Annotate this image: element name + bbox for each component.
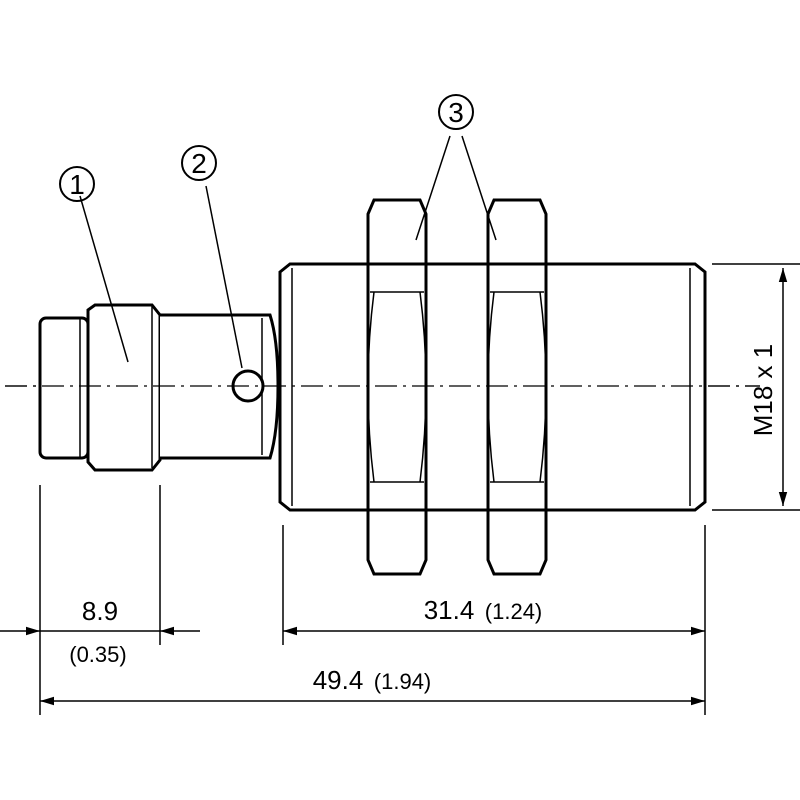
svg-text:49.4 (1.94): 49.4 (1.94): [313, 665, 432, 695]
svg-text:31.4 (1.24): 31.4 (1.24): [424, 595, 543, 625]
svg-text:1: 1: [69, 169, 85, 200]
overall-length-inch: (1.94): [374, 669, 431, 694]
thread-length-inch: (1.24): [485, 599, 542, 624]
thread-label: M18 x 1: [748, 344, 778, 437]
overall-length-dimension: 49.4 (1.94): [40, 665, 705, 706]
overall-length-mm: 49.4: [313, 665, 364, 695]
lock-nut-2: [486, 198, 548, 576]
svg-text:3: 3: [448, 97, 464, 128]
callout-3: 3: [438, 94, 474, 130]
svg-text:2: 2: [191, 148, 207, 179]
connector-plug: [38, 303, 162, 472]
thread-dimension: M18 x 1: [712, 263, 800, 511]
leader-3b: [461, 135, 497, 241]
leader-3a: [415, 135, 451, 241]
callout-2: 2: [181, 145, 217, 181]
connector-length-inch: (0.35): [69, 642, 126, 667]
callout-1: 1: [59, 166, 95, 202]
leader-1: [79, 195, 129, 363]
lock-nut-1: [366, 198, 428, 576]
connector-length-dimension: 8.9 (0.35): [0, 596, 200, 667]
connector-length-mm: 8.9: [82, 596, 118, 626]
leader-2: [205, 185, 243, 369]
thread-length-mm: 31.4: [424, 595, 475, 625]
thread-length-dimension: 31.4 (1.24): [283, 595, 705, 636]
